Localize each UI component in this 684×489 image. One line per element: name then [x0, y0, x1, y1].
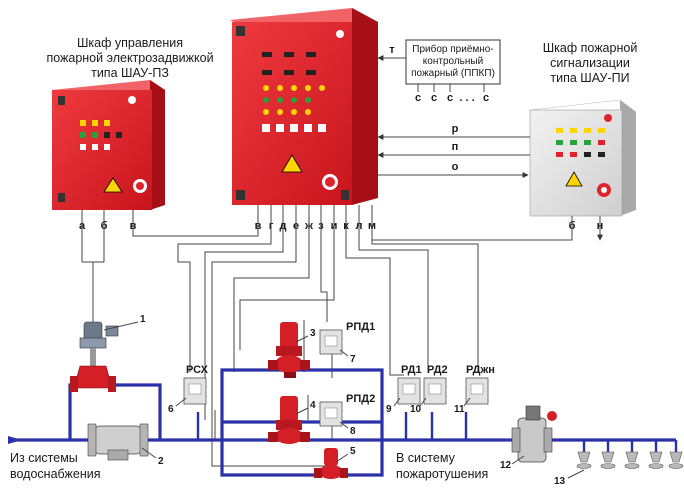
svg-text:6: 6 — [168, 404, 174, 415]
svg-text:пожаротушения: пожаротушения — [396, 467, 488, 481]
svg-text:РСХ: РСХ — [186, 364, 209, 376]
svg-text:о: о — [452, 161, 459, 173]
svg-text:типа ШАУ-ПЗ: типа ШАУ-ПЗ — [91, 66, 169, 80]
motorized-valve-1 — [70, 322, 118, 392]
svg-text:Шкаф управления: Шкаф управления — [77, 36, 183, 50]
left-cabinet-terminals: а б в — [79, 220, 137, 232]
sprinkler-heads-13 — [577, 452, 683, 469]
svg-text:с: с — [415, 92, 421, 104]
alarm-valve-12 — [512, 406, 557, 462]
svg-text:водоснабжения: водоснабжения — [10, 467, 101, 481]
svg-text:2: 2 — [158, 456, 164, 467]
signal-line-p: п — [378, 141, 530, 155]
svg-text:13: 13 — [554, 476, 566, 487]
svg-text:12: 12 — [500, 460, 512, 471]
pump-4 — [268, 396, 310, 444]
svg-text:11: 11 — [454, 404, 465, 415]
inlet-caption: Из системы водоснабжения — [10, 451, 101, 481]
svg-text:Из системы: Из системы — [10, 451, 78, 465]
signal-line-o: о — [378, 161, 528, 175]
svg-text:т: т — [389, 44, 395, 56]
callout-leaders — [104, 322, 584, 478]
svg-text:5: 5 — [350, 446, 356, 457]
svg-text:контрольный: контрольный — [423, 56, 483, 67]
svg-text:р: р — [452, 123, 459, 135]
pressure-relay-rpd1: РПД1 — [320, 321, 375, 354]
svg-text:10: 10 — [410, 404, 422, 415]
left-cabinet-title: Шкаф управления пожарной электрозадвижко… — [46, 36, 213, 80]
main-control-cabinet — [230, 8, 378, 205]
svg-text:с: с — [447, 92, 453, 104]
svg-text:РПД2: РПД2 — [346, 393, 375, 405]
svg-text:пожарный (ППКП): пожарный (ППКП) — [411, 68, 495, 79]
svg-text:Прибор приёмно-: Прибор приёмно- — [412, 43, 493, 55]
pump-5 — [314, 448, 348, 479]
right-cabinet-title: Шкаф пожарной сигнализации типа ШАУ-ПИ — [543, 41, 638, 85]
svg-text:пожарной электрозадвижкой: пожарной электрозадвижкой — [46, 51, 213, 65]
svg-text:Шкаф пожарной: Шкаф пожарной — [543, 41, 638, 55]
svg-text:3: 3 — [310, 328, 316, 339]
right-cabinet-terminals: б н — [569, 220, 604, 232]
svg-text:РД2: РД2 — [427, 364, 448, 376]
signal-line-r: р — [378, 123, 530, 137]
pressure-relay-rsh: РСХ — [184, 364, 209, 404]
svg-text:РПД1: РПД1 — [346, 321, 375, 333]
pressure-relay-rdzh: РДжн — [466, 364, 495, 404]
svg-text:РД1: РД1 — [401, 364, 422, 376]
main-cabinet-terminals: в г д е ж з и к л м — [255, 220, 376, 232]
pressure-relay-rd1: РД1 — [398, 364, 422, 404]
pressure-relay-rd2: РД2 — [424, 364, 448, 404]
svg-text:1: 1 — [140, 314, 146, 325]
left-control-cabinet — [52, 80, 165, 210]
svg-text:сигнализации: сигнализации — [550, 56, 630, 70]
ppkp-device: Прибор приёмно- контрольный пожарный (ПП… — [406, 40, 500, 104]
outlet-caption: В систему пожаротушения — [396, 451, 488, 481]
svg-text:п: п — [452, 141, 459, 153]
signal-line-t: т — [378, 44, 406, 58]
svg-text:9: 9 — [386, 404, 392, 415]
svg-text:7: 7 — [350, 354, 356, 365]
svg-text:В систему: В систему — [396, 451, 456, 465]
strainer-2 — [88, 424, 148, 460]
svg-text:8: 8 — [350, 426, 356, 437]
svg-text:4: 4 — [310, 400, 316, 411]
svg-text:РДжн: РДжн — [466, 364, 495, 376]
svg-text:. . .: . . . — [459, 92, 474, 104]
svg-text:с: с — [483, 92, 489, 104]
svg-text:с: с — [431, 92, 437, 104]
right-alarm-cabinet — [530, 100, 636, 216]
svg-text:типа ШАУ-ПИ: типа ШАУ-ПИ — [550, 71, 629, 85]
